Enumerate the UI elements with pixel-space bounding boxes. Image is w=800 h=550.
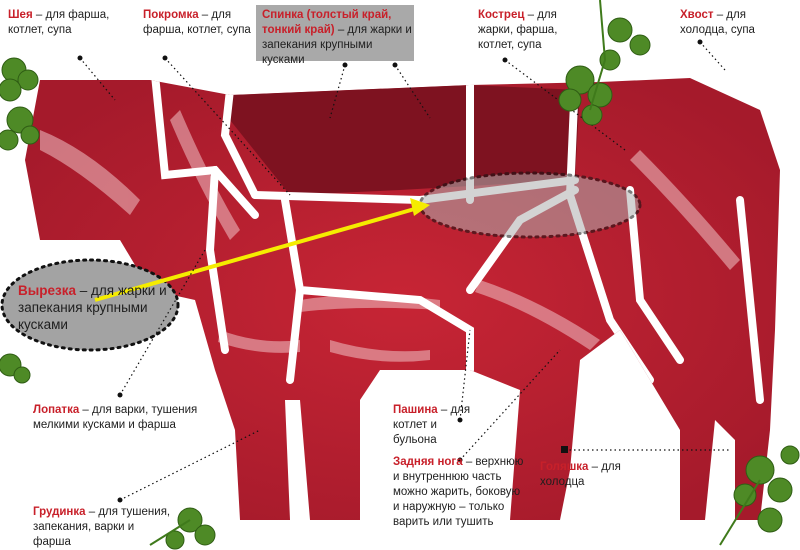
label-brisket-text: – для тушения, запекания, варки и фарша xyxy=(33,506,171,548)
label-shank-name: Голяшка xyxy=(540,461,589,473)
yellow-arrow-icon xyxy=(94,198,430,302)
label-shoulder-name: Лопатка xyxy=(33,404,80,416)
leader-dots xyxy=(77,39,703,503)
label-brisket: Грудинка – для тушения, запекания, варки… xyxy=(33,505,173,550)
back-label-box xyxy=(256,5,414,61)
label-flank-top-name: Покромка xyxy=(143,9,199,21)
label-shoulder-text: – для варки, тушения мелкими кусками и ф… xyxy=(33,404,198,431)
label-flank-text: – для котлет и бульона xyxy=(393,404,471,446)
parsley-stems xyxy=(149,0,761,546)
label-neck: Шея – для фарша, котлет, супа xyxy=(8,8,128,38)
label-shank-text: – для холодца xyxy=(540,461,621,488)
label-flank: Пашина – для котлет и бульона xyxy=(393,403,483,448)
label-neck-text: – для фарша, котлет, супа xyxy=(8,9,110,36)
label-back-text: – для жарки и запекания крупными кусками xyxy=(262,24,412,66)
tenderloin-highlight-oval xyxy=(418,171,642,239)
label-flank-name: Пашина xyxy=(393,404,438,416)
leader-lines xyxy=(79,41,730,501)
label-back: Спинка (толстый край, тонкий край) – для… xyxy=(262,8,414,68)
label-rump-text: – для жарки, фарша, котлет, супа xyxy=(478,9,558,51)
label-hind-leg-text: – верхнюю и внутреннюю часть можно жарит… xyxy=(393,456,524,528)
label-tail-name: Хвост xyxy=(680,9,714,21)
label-rump-name: Кострец xyxy=(478,9,525,21)
label-tenderloin-text: – для жарки и запекания крупными кусками xyxy=(18,283,167,332)
label-brisket-name: Грудинка xyxy=(33,506,86,518)
label-tail: Хвост – для холодца, супа xyxy=(680,8,792,38)
label-shank: Голяшка – для холодца xyxy=(540,460,650,490)
label-shoulder: Лопатка – для варки, тушения мелкими кус… xyxy=(33,403,203,433)
label-tenderloin: Вырезка – для жарки и запекания крупными… xyxy=(18,282,183,333)
label-tail-text: – для холодца, супа xyxy=(680,9,755,36)
tenderloin-label-oval xyxy=(0,258,180,352)
label-flank-top-text: – для фарша, котлет, супа xyxy=(143,9,251,36)
parsley-sprig-icon xyxy=(0,17,800,550)
label-flank-top: Покромка – для фарша, котлет, супа xyxy=(143,8,253,38)
label-hind-leg-name: Задняя нога xyxy=(393,456,463,468)
label-hind-leg: Задняя нога – верхнюю и внутреннюю часть… xyxy=(393,455,528,530)
label-rump: Кострец – для жарки, фарша, котлет, супа xyxy=(478,8,578,53)
label-neck-name: Шея xyxy=(8,9,33,21)
label-tenderloin-name: Вырезка xyxy=(18,283,77,298)
label-back-name: Спинка (толстый край, тонкий край) xyxy=(262,9,392,36)
